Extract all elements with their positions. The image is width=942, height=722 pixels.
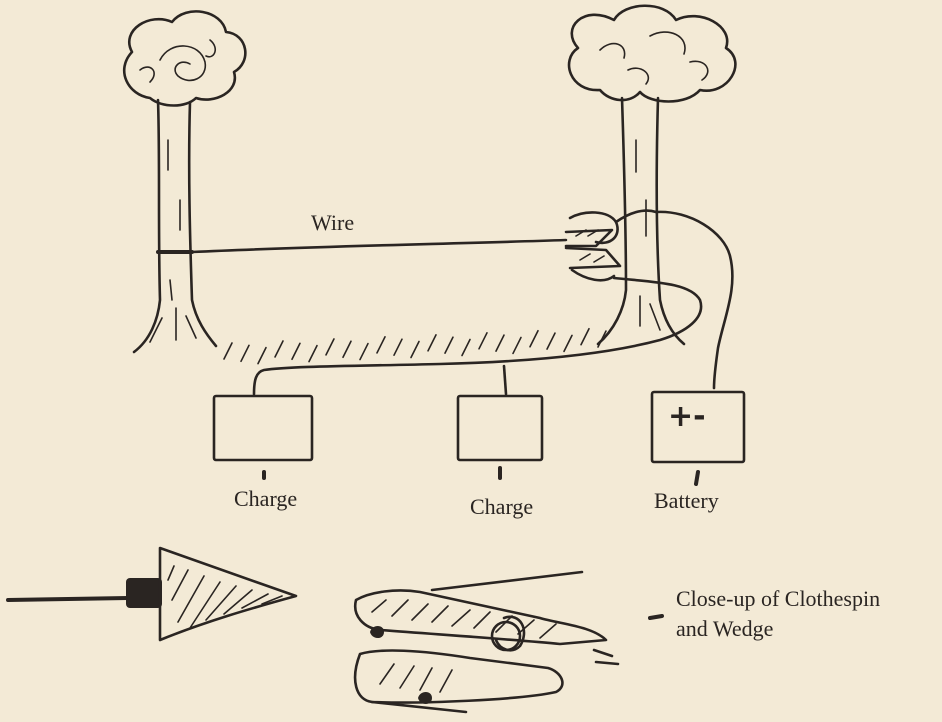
left-tree-canopy <box>124 11 245 105</box>
charge-box-middle <box>458 396 542 460</box>
trip-wire <box>192 240 566 252</box>
ground-hatch-stroke <box>411 342 419 358</box>
circuit-wire-middle <box>504 366 506 394</box>
ground-hatch-stroke <box>428 335 436 351</box>
right-tree-trunk-right <box>657 98 684 344</box>
ground-hatch-stroke <box>275 341 283 357</box>
ground-hatch-stroke <box>326 339 334 355</box>
ground-hatch-stroke <box>530 331 538 347</box>
left-tree-trunk-right <box>189 102 216 346</box>
ground-hatch-stroke <box>258 348 266 364</box>
ground-hatch-stroke <box>394 339 402 355</box>
ground-hatch-stroke <box>343 341 351 357</box>
wedge-wire-clip <box>126 578 162 608</box>
ground-hatch-stroke <box>292 343 300 359</box>
circuit-wire-lower <box>254 278 701 394</box>
circuit-wire-loop <box>656 212 732 388</box>
ground-hatch-stroke <box>564 335 572 351</box>
left-tree-trunk-left <box>134 100 160 352</box>
battery-terminals: +- <box>668 399 706 434</box>
caption-dash <box>650 616 662 618</box>
clothespin-upper-arm <box>355 590 606 644</box>
closeup-caption-line1: Close-up of Clothespin <box>676 584 880 614</box>
left-tree-canopy-swirl <box>160 46 205 80</box>
ground-hatch-stroke <box>496 335 504 351</box>
label-battery: Battery <box>654 488 719 514</box>
right-tree <box>569 6 735 344</box>
closeup-caption: Close-up of Clothespin and Wedge <box>676 584 880 644</box>
label-charge-middle: Charge <box>470 494 533 520</box>
label-wire: Wire <box>311 210 354 236</box>
left-tree <box>124 11 245 352</box>
closeup-caption-line2: and Wedge <box>676 614 880 644</box>
ground-hatch-stroke <box>377 337 385 353</box>
ground-hatch-stroke <box>462 339 470 355</box>
ground-hatch-stroke <box>360 344 368 360</box>
clothespin-trigger <box>566 211 656 281</box>
right-tree-canopy <box>569 6 735 102</box>
ground-hatch-stroke <box>445 337 453 353</box>
ground-hatch-stroke <box>513 337 521 353</box>
charge-box-left <box>214 396 312 460</box>
ground-hatch-stroke <box>309 346 317 362</box>
ground-hatch-stroke <box>547 333 555 349</box>
clothespin-closeup <box>355 572 618 712</box>
right-tree-trunk-left <box>598 98 626 344</box>
wedge-closeup <box>8 548 296 640</box>
clothespin-pivot <box>492 622 520 650</box>
ground-hatch-stroke <box>241 345 249 361</box>
ground-hatch-stroke <box>224 343 232 359</box>
ground-hatch-stroke <box>479 333 487 349</box>
label-charge-left: Charge <box>234 486 297 512</box>
ground-hatch-stroke <box>581 329 589 345</box>
